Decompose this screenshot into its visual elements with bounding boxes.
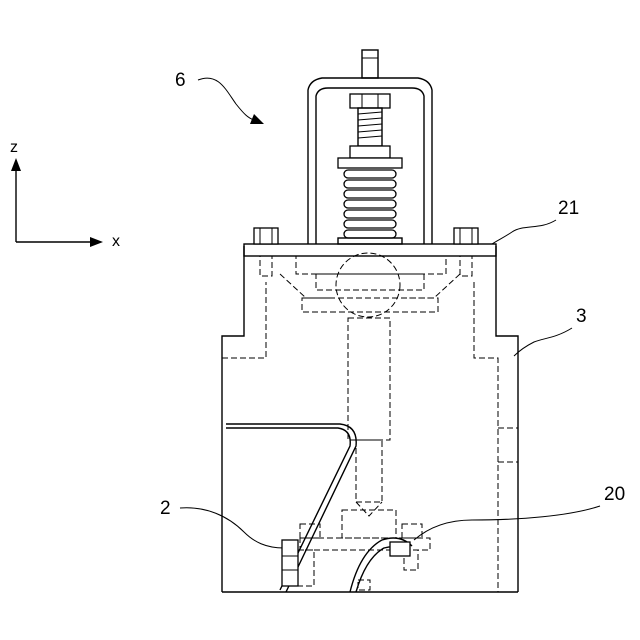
leader-21 (492, 220, 556, 244)
leader-6 (198, 78, 254, 120)
clamp-block (282, 540, 298, 586)
rod-extension (356, 440, 382, 502)
spring-coil (344, 220, 396, 228)
leader-6-arrowhead (250, 114, 264, 124)
member-2 (226, 424, 356, 592)
spring-coil (344, 200, 396, 208)
leader-20 (414, 506, 600, 540)
spring-base (338, 238, 402, 244)
stem-threads (358, 112, 382, 138)
spring-coil (344, 190, 396, 198)
housing-left-wall (222, 246, 244, 592)
left-chamfer (280, 274, 334, 298)
lower-actuator (342, 510, 396, 538)
adjust-nut (350, 94, 390, 108)
label-6: 6 (175, 70, 186, 91)
actuator-6 (308, 50, 432, 244)
label-3: 3 (576, 306, 587, 327)
rod-tip (356, 502, 382, 516)
right-chamfer (406, 274, 460, 298)
member-20 (350, 538, 412, 592)
axis-indicator: z x (10, 139, 120, 250)
guide-housing (296, 256, 446, 274)
reference-numerals: 6 21 3 2 20 (160, 70, 625, 548)
left-bolt-head (254, 228, 278, 244)
bearing-block (316, 274, 424, 290)
internal-mechanism (280, 253, 460, 590)
label-2: 2 (160, 498, 171, 519)
x-axis-arrowhead (90, 237, 103, 247)
rocker-pin (390, 542, 410, 556)
housing-right-wall (496, 246, 518, 592)
z-axis-label: z (10, 139, 18, 156)
right-bolt-shank (460, 256, 472, 276)
spring-coil (344, 170, 396, 178)
push-rod (348, 318, 390, 440)
left-bolt-shank (260, 256, 272, 276)
flange-plate (244, 244, 496, 256)
top-rod (362, 50, 378, 78)
cavity-right-dashed (474, 282, 498, 592)
x-axis-label: x (112, 233, 120, 250)
ball-joint (336, 253, 400, 317)
spring-coil (344, 210, 396, 218)
label-21: 21 (558, 198, 579, 219)
lower-post-left (298, 550, 314, 586)
spring-coil (344, 230, 396, 238)
right-bolt-head (454, 228, 478, 244)
leader-3 (514, 328, 572, 356)
compression-spring (344, 170, 396, 238)
z-axis-arrowhead (11, 158, 21, 171)
label-20: 20 (604, 484, 625, 505)
lower-guide (302, 298, 438, 312)
spring-coil (344, 180, 396, 188)
leader-2 (180, 508, 284, 548)
spring-retainer (338, 158, 402, 168)
upper-collar (350, 146, 390, 158)
